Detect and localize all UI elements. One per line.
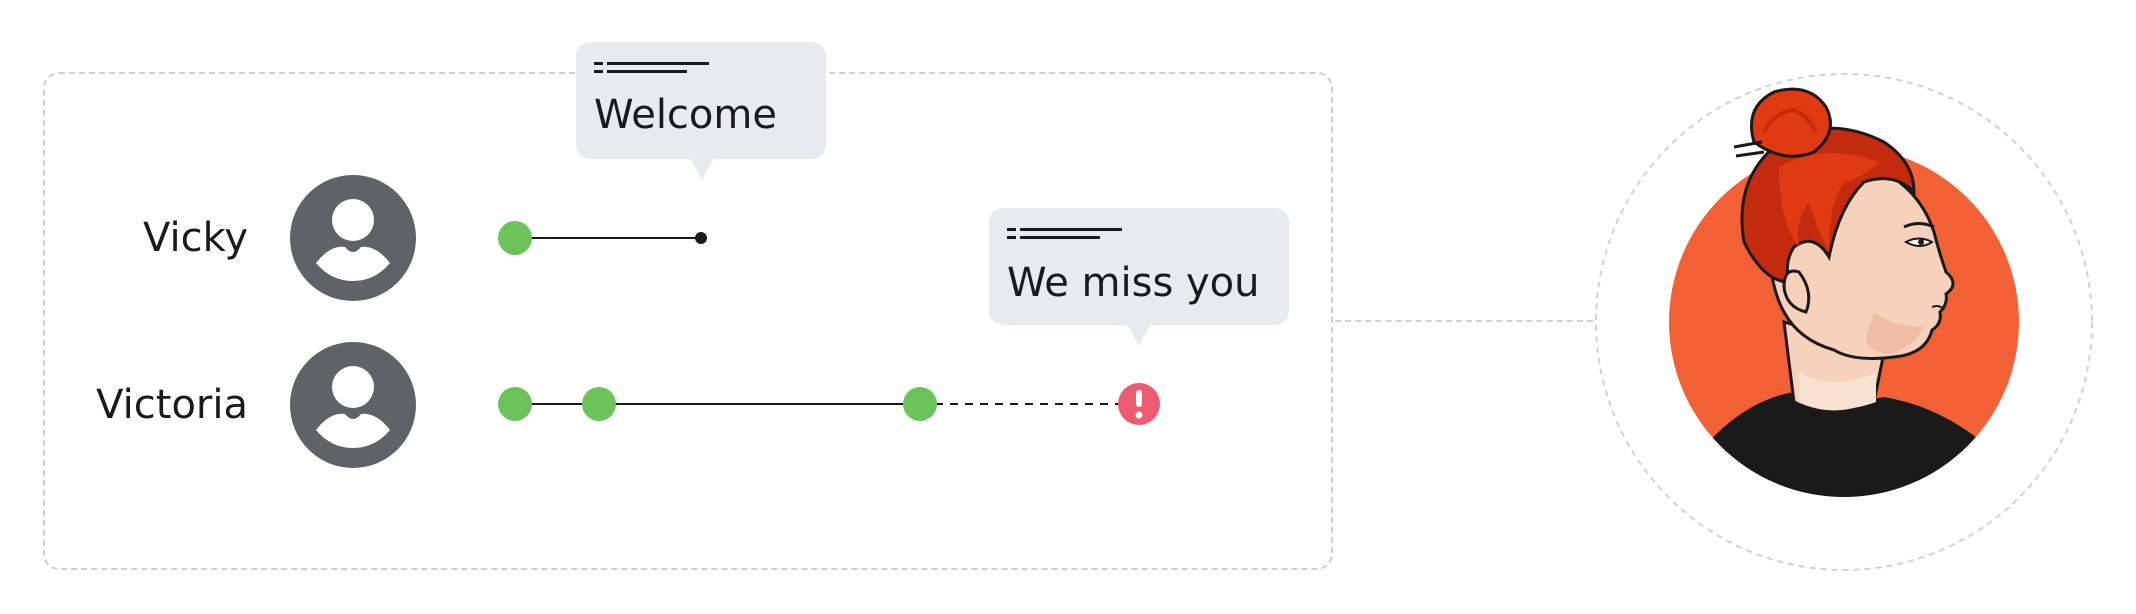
bubble-tail bbox=[1127, 324, 1151, 346]
message-bubble-welcome: Welcome bbox=[576, 42, 826, 180]
bubble-tail bbox=[690, 158, 714, 180]
event-dot bbox=[498, 221, 532, 255]
message-lines-icon bbox=[1007, 228, 1122, 239]
message-text: Welcome bbox=[594, 92, 777, 138]
message-bubble-we-miss-you: We miss you bbox=[989, 208, 1289, 346]
message-lines-icon bbox=[594, 62, 709, 73]
connector-line bbox=[1335, 320, 1593, 322]
message-text: We miss you bbox=[1007, 260, 1260, 306]
user-name-vicky: Vicky bbox=[143, 215, 248, 261]
exclamation-icon bbox=[1118, 383, 1160, 425]
user-name-victoria: Victoria bbox=[96, 382, 248, 428]
event-end-dot bbox=[695, 232, 707, 244]
event-dot bbox=[582, 387, 616, 421]
woman-profile-illustration bbox=[1595, 73, 2093, 571]
user-avatar-icon bbox=[290, 342, 416, 468]
event-dot bbox=[498, 387, 532, 421]
event-dot bbox=[903, 387, 937, 421]
user-avatar-icon bbox=[290, 175, 416, 301]
